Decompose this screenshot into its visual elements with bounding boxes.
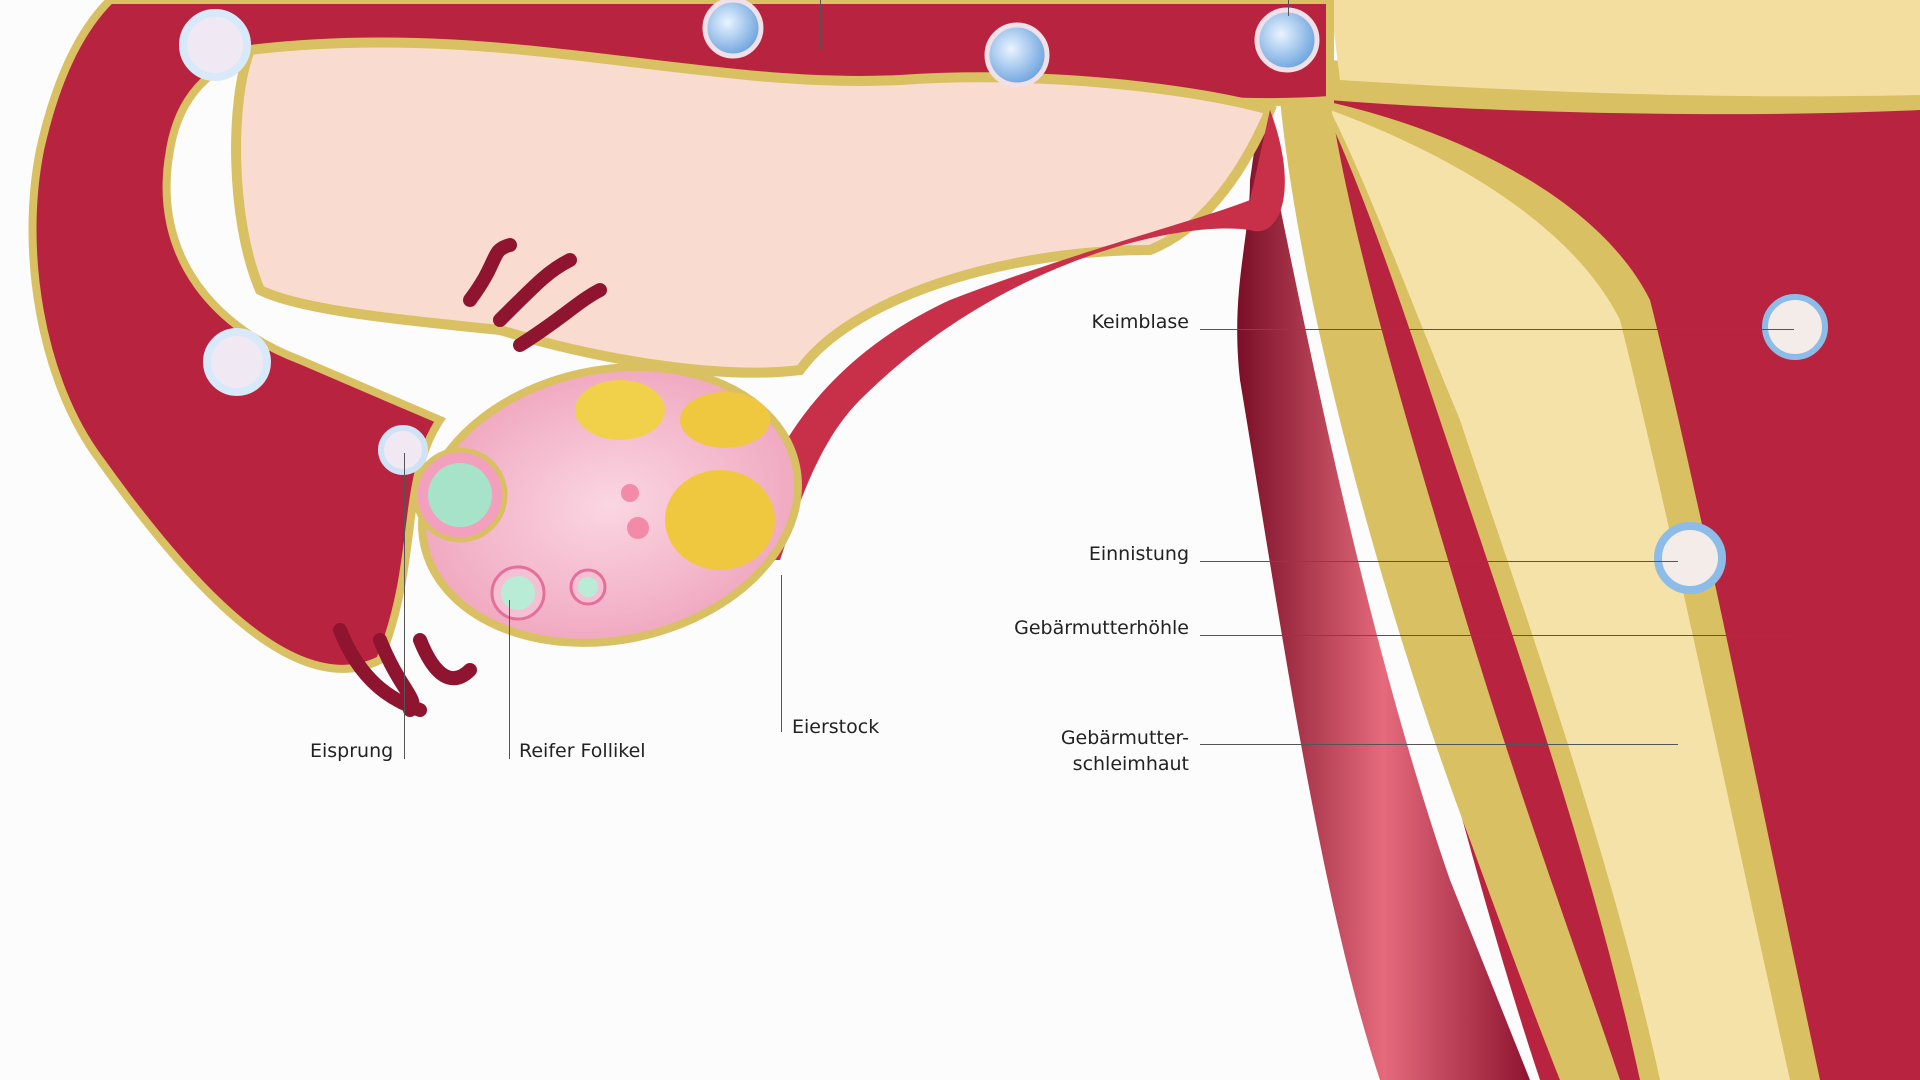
ovulated-egg — [378, 425, 428, 475]
corpus-luteum — [665, 470, 775, 570]
fertilized-egg — [179, 9, 251, 81]
ovary — [412, 363, 802, 647]
leader-line-keimblase — [1200, 329, 1794, 330]
blastocyst — [1762, 294, 1828, 360]
embryo-4-cell — [702, 0, 764, 59]
leader-line — [820, 0, 821, 49]
label-schleimhaut-line2: schleimhaut — [1072, 753, 1189, 775]
label-schleimhaut: Gebärmutter- schleimhaut — [1061, 725, 1189, 777]
fimbriae — [333, 238, 607, 717]
label-einnistung: Einnistung — [1088, 543, 1189, 565]
label-reifer-follikel: Reifer Follikel — [519, 740, 646, 762]
leader-line — [1288, 0, 1289, 16]
uterine-fundus-endometrium — [1330, 0, 1920, 97]
label-gebaermutterhoehle: Gebärmutterhöhle — [1014, 617, 1189, 639]
label-eierstock: Eierstock — [792, 716, 880, 738]
embryo-8-cell — [984, 22, 1050, 88]
egg-cell — [203, 328, 271, 396]
leader-line-follikel — [509, 600, 510, 759]
uterine-wall — [1237, 110, 1530, 1080]
endometrium — [1330, 110, 1790, 1080]
label-keimblase: Keimblase — [1091, 311, 1189, 333]
leader-line-eisprung — [404, 453, 405, 759]
implanting-blastocyst — [1654, 522, 1726, 594]
leader-line-schleimhaut — [1200, 744, 1678, 745]
mesosalpinx — [231, 37, 1277, 378]
label-schleimhaut-line1: Gebärmutter- — [1060, 727, 1189, 749]
label-eisprung: Eisprung — [310, 740, 394, 762]
leader-line-einnistung — [1200, 561, 1678, 562]
leader-line-eierstock — [781, 575, 782, 732]
morula — [1254, 7, 1320, 73]
egg-and-embryos — [179, 0, 1828, 594]
corpus-luteum — [575, 380, 665, 440]
leader-line-gebaermutterhoehle — [1200, 635, 1794, 636]
